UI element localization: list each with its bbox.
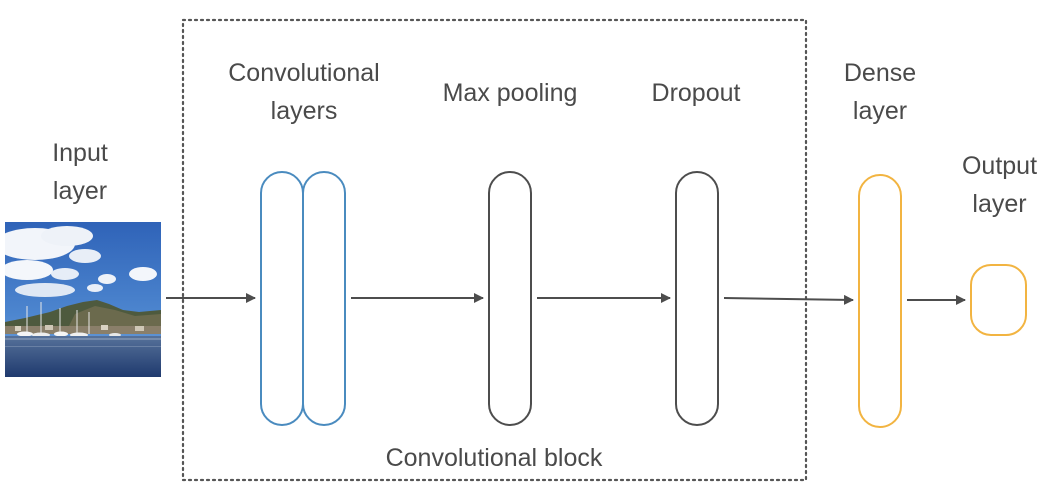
dense-layer: [858, 174, 902, 428]
dense-layer-label-line1: Dense: [843, 59, 917, 87]
input-layer-label: Input layer: [20, 134, 140, 210]
dropout-label: Dropout: [651, 79, 741, 107]
harbor-photo-illustration: [5, 222, 161, 377]
output-layer-node: [970, 264, 1027, 336]
conv-layer-1: [260, 171, 304, 426]
arrow-dropout-to-dense: [723, 294, 854, 305]
conv-layer-2: [302, 171, 346, 426]
convolutional-block-label: Convolutional block: [385, 444, 603, 472]
dropout-layer: [675, 171, 719, 426]
convolutional-block-frame: [181, 18, 808, 482]
output-layer-label-line2: layer: [972, 190, 1027, 218]
input-layer-label-line1: Input: [52, 139, 108, 167]
conv-layers-label-line1: Convolutional: [228, 59, 380, 87]
max-pooling-layer: [488, 171, 532, 426]
conv-layers-label-line2: layers: [270, 97, 338, 125]
conv-layers-label: Convolutional layers: [204, 54, 404, 130]
dense-layer-label-line2: layer: [852, 97, 908, 125]
output-layer-label-line1: Output: [961, 152, 1038, 180]
output-layer-label: Output layer: [937, 147, 1062, 223]
input-image: [5, 222, 161, 377]
max-pooling-label: Max pooling: [442, 79, 578, 107]
input-layer-label-line2: layer: [52, 177, 108, 205]
dense-layer-label: Dense layer: [820, 54, 940, 130]
